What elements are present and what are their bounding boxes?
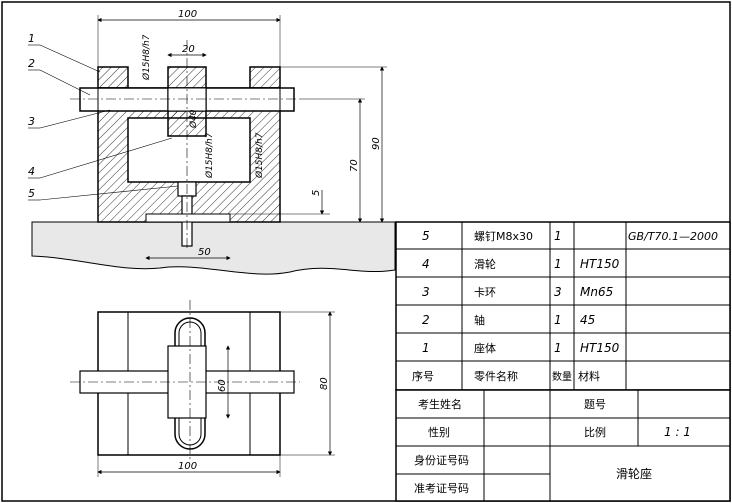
label-title-no: 题号 — [584, 398, 606, 411]
dim-height-total: 90 — [371, 137, 382, 150]
header-no: 序号 — [412, 369, 434, 383]
title-block: 考生姓名 题号 性别 比例 1 : 1 身份证号码 准考证号码 滑轮座 — [395, 389, 731, 502]
cell-qty: 1 — [554, 229, 562, 243]
cell-qty: 1 — [554, 313, 562, 327]
label-gender: 性别 — [428, 425, 450, 439]
right-lug — [249, 66, 281, 89]
dim-top-width: 100 — [178, 461, 197, 472]
dim-fit-left: Ø15H8/h7 — [141, 34, 152, 81]
parts-list: 5 螺钉M8x30 1 GB/T70.1—2000 4 滑轮 1 HT150 3… — [395, 221, 731, 391]
cell-name: 卡环 — [474, 286, 496, 299]
cell-no: 1 — [422, 341, 430, 355]
cell-name: 滑轮 — [474, 257, 496, 271]
dim-base-width: 50 — [198, 247, 211, 258]
dim-overall-width: 100 — [178, 9, 197, 20]
cell-qty: 1 — [554, 257, 562, 271]
cell-qty: 3 — [554, 285, 562, 299]
label-student-name: 考生姓名 — [418, 397, 462, 411]
parts-row: 5 螺钉M8x30 1 GB/T70.1—2000 — [422, 229, 718, 243]
cell-standard: GB/T70.1—2000 — [628, 230, 718, 243]
cell-name: 座体 — [474, 341, 496, 355]
header-material: 材料 — [578, 369, 600, 383]
header-name: 零件名称 — [474, 369, 518, 383]
dim-top-height: 80 — [319, 377, 330, 390]
ground-surface — [31, 221, 396, 275]
callout-5: 5 — [28, 187, 35, 200]
cell-no: 3 — [422, 285, 430, 299]
cell-qty: 1 — [554, 341, 562, 355]
parts-header: 序号 零件名称 数量 材料 — [412, 369, 600, 383]
label-scale: 比例 — [584, 425, 606, 439]
dim-pulley-width: 20 — [182, 44, 195, 55]
cell-no: 2 — [422, 313, 430, 327]
cell-no: 4 — [422, 257, 430, 271]
dim-top-slot: 60 — [217, 379, 228, 392]
parts-row: 1 座体 1 HT150 — [422, 341, 620, 355]
parts-row: 2 轴 1 45 — [422, 313, 595, 327]
cell-name: 螺钉M8x30 — [474, 230, 533, 243]
parts-row: 3 卡环 3 Mn65 — [422, 285, 613, 299]
cell-name: 轴 — [474, 313, 485, 327]
callout-3: 3 — [28, 115, 35, 128]
cell-material: HT150 — [580, 257, 620, 271]
dim-fit-pulley: Ø40 — [188, 109, 199, 129]
label-exam-number: 准考证号码 — [414, 482, 469, 495]
front-view: 100 20 Ø15H8/h7 Ø40 Ø15H8/h7 Ø15H8/h7 70… — [28, 9, 396, 275]
dim-fit-ring: Ø15H8/h7 — [204, 132, 215, 179]
base-recess — [145, 213, 231, 223]
cell-material: Mn65 — [580, 285, 613, 299]
header-qty: 数量 — [552, 370, 572, 383]
dim-height-small: 5 — [311, 190, 322, 196]
callout-4: 4 — [28, 165, 35, 178]
callout-1: 1 — [28, 32, 35, 45]
left-lug — [97, 66, 129, 89]
top-view: 100 80 60 — [70, 300, 335, 477]
callout-2: 2 — [28, 57, 35, 70]
drawing-name: 滑轮座 — [616, 466, 652, 481]
dim-height-axis: 70 — [349, 159, 360, 172]
label-id-number: 身份证号码 — [414, 453, 469, 467]
cell-no: 5 — [422, 229, 430, 243]
cell-material: HT150 — [580, 341, 620, 355]
dim-fit-right: Ø15H8/h7 — [254, 132, 265, 179]
parts-row: 4 滑轮 1 HT150 — [422, 257, 620, 271]
scale-value: 1 : 1 — [664, 425, 691, 439]
cell-material: 45 — [580, 313, 595, 327]
